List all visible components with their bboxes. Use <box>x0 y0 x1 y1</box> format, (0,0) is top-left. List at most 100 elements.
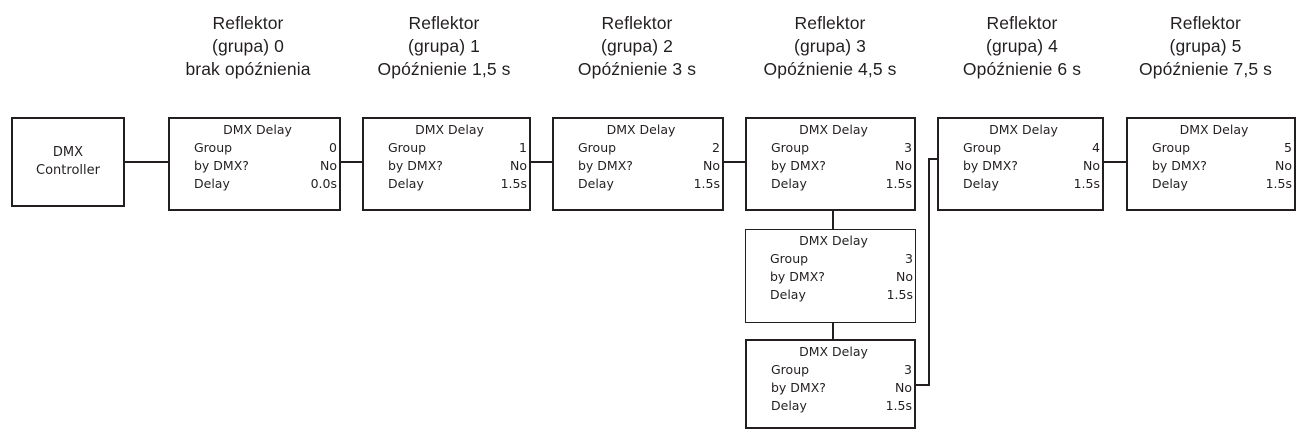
row-label: Group <box>194 140 233 155</box>
fixture-row-delay: Delay 1.5s <box>746 286 913 304</box>
row-value: No <box>895 158 912 173</box>
fixture-title: DMX Delay <box>1179 122 1249 137</box>
row-value: 1.5s <box>1265 176 1292 191</box>
row-label: Delay <box>578 176 614 191</box>
fixture-box-group-5: DMX Delay Group 5 by DMX?No Delay 1.5s <box>1126 117 1296 211</box>
connector-group-0-to-group-1 <box>340 161 362 163</box>
connector-group-2-to-group-3 <box>723 161 745 163</box>
row-label: Group <box>578 140 617 155</box>
header-line-2: (grupa) 5 <box>1169 36 1242 56</box>
header-line-2: (grupa) 1 <box>408 36 480 56</box>
row-value: 3 <box>905 251 913 266</box>
header-group-2: Reflektor (grupa) 2 Opóźnienie 3 s <box>542 12 732 81</box>
header-group-1: Reflektor (grupa) 1 Opóźnienie 1,5 s <box>349 12 539 81</box>
row-value: 1.5s <box>886 287 913 302</box>
fixture-row-delay: Delay 1.5s <box>1128 175 1292 193</box>
row-value: 1 <box>519 140 527 155</box>
row-label: Delay <box>1152 176 1188 191</box>
header-group-0: Reflektor (grupa) 0 brak opóźnienia <box>153 12 343 81</box>
fixture-title: DMX Delay <box>415 122 484 137</box>
connector-controller-to-group-0 <box>124 161 168 163</box>
row-label: Delay <box>771 176 807 191</box>
row-value: 3 <box>904 140 912 155</box>
row-label: by DMX? <box>771 380 826 395</box>
connector-group-3-return-vertical <box>928 158 930 386</box>
row-value: No <box>320 158 337 173</box>
row-value: No <box>1083 158 1100 173</box>
row-value: 3 <box>904 362 912 377</box>
header-line-1: Reflektor <box>794 13 866 33</box>
connector-group-1-to-group-2 <box>530 161 552 163</box>
header-line-1: Reflektor <box>408 13 480 33</box>
row-value: 0.0s <box>310 176 337 191</box>
row-label: Delay <box>963 176 999 191</box>
fixture-row-bydmx: by DMX?No <box>1128 157 1292 175</box>
header-group-5: Reflektor (grupa) 5 Opóźnienie 7,5 s <box>1110 12 1301 81</box>
row-label: Delay <box>770 287 806 302</box>
row-value: 4 <box>1092 140 1100 155</box>
row-label: Group <box>771 140 810 155</box>
header-line-3: Opóźnienie 6 s <box>962 59 1082 79</box>
header-group-4: Reflektor (grupa) 4 Opóźnienie 6 s <box>927 12 1117 81</box>
fixture-row-group: Group 5 <box>1128 139 1292 157</box>
fixture-row-bydmx: by DMX?No <box>364 157 527 175</box>
row-value: 2 <box>712 140 720 155</box>
connector-group-3-down-1 <box>832 211 834 229</box>
row-value: No <box>896 269 913 284</box>
row-label: Delay <box>388 176 424 191</box>
fixture-row-bydmx: by DMX?No <box>746 268 913 286</box>
fixture-row-delay: Delay 1.5s <box>364 175 527 193</box>
row-value: No <box>510 158 527 173</box>
fixture-row-bydmx: by DMX? No <box>170 157 337 175</box>
row-value: 0 <box>329 140 337 155</box>
controller-label-line-2: Controller <box>36 163 100 178</box>
fixture-row-bydmx: by DMX? No <box>747 157 912 175</box>
header-line-2: (grupa) 0 <box>212 36 284 56</box>
row-label: Delay <box>194 176 230 191</box>
fixture-title: DMX Delay <box>989 122 1058 137</box>
row-label: Group <box>963 140 1002 155</box>
row-label: Group <box>771 362 810 377</box>
header-line-3: Opóźnienie 7,5 s <box>1139 59 1272 79</box>
fixture-row-group: Group 3 <box>747 361 912 379</box>
dmx-controller-box: DMX Controller <box>11 117 125 207</box>
header-line-1: Reflektor <box>601 13 673 33</box>
header-line-3: brak opóźnienia <box>185 59 311 79</box>
header-group-3: Reflektor (grupa) 3 Opóźnienie 4,5 s <box>735 12 925 81</box>
row-label: by DMX? <box>194 158 249 173</box>
row-label: by DMX? <box>578 158 633 173</box>
row-value: 5 <box>1284 140 1292 155</box>
header-line-1: Reflektor <box>212 13 284 33</box>
fixture-row-bydmx: by DMX? No <box>554 157 720 175</box>
header-line-3: Opóźnienie 3 s <box>577 59 697 79</box>
header-line-2: (grupa) 4 <box>986 36 1058 56</box>
header-line-3: Opóźnienie 4,5 s <box>763 59 897 79</box>
fixture-row-group: Group 3 <box>747 139 912 157</box>
fixture-row-delay: Delay 1.5s <box>939 175 1100 193</box>
row-value: 1.5s <box>1073 176 1100 191</box>
row-value: 1.5s <box>885 398 912 413</box>
header-line-1: Reflektor <box>986 13 1058 33</box>
row-value: No <box>703 158 720 173</box>
row-label: Group <box>1152 140 1191 155</box>
row-label: by DMX? <box>771 158 826 173</box>
row-value: No <box>895 380 912 395</box>
row-value: 1.5s <box>500 176 527 191</box>
header-line-2: (grupa) 2 <box>601 36 673 56</box>
connector-group-3-down-2 <box>832 323 834 339</box>
fixture-row-group: Group 0 <box>170 139 337 157</box>
fixture-title: DMX Delay <box>799 344 868 359</box>
header-line-2: (grupa) 3 <box>794 36 866 56</box>
header-line-3: Opóźnienie 1,5 s <box>377 59 511 79</box>
